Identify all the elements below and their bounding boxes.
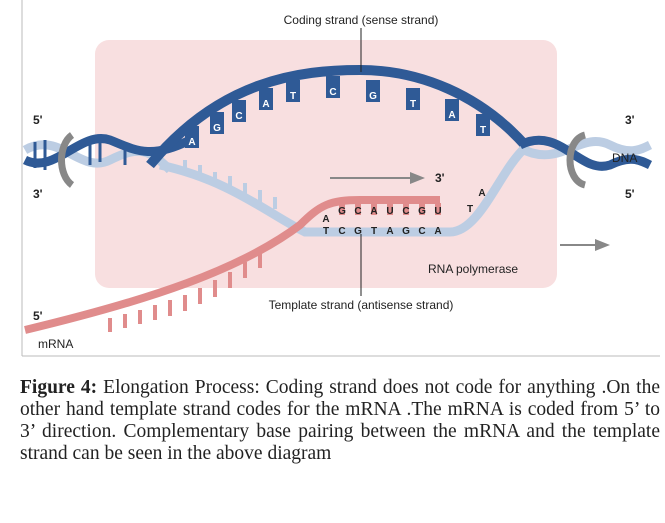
rna-base-tooth — [403, 203, 409, 215]
three-prime-arrow: 3' — [435, 171, 445, 185]
mrna-label: mRNA — [38, 337, 73, 351]
rotation-arrow-icon — [566, 131, 587, 189]
rna-base-tooth — [371, 203, 377, 215]
coding-strand-label: Coding strand (sense strand) — [284, 13, 439, 27]
coding-base: C — [235, 111, 242, 122]
template-base: C — [338, 226, 345, 237]
template-base: G — [354, 226, 362, 237]
coding-base: G — [369, 91, 377, 102]
coding-base-tab — [326, 76, 340, 98]
arrowhead-icon — [410, 172, 425, 184]
unpaired-template-base: A — [478, 188, 485, 199]
mrna-strand — [24, 196, 440, 334]
coding-base: C — [329, 87, 336, 98]
coding-base-tab — [366, 80, 380, 102]
five-prime-mrna: 5' — [33, 309, 43, 323]
coding-base: A — [448, 110, 455, 121]
figure-caption: Figure 4: Elongation Process: Coding str… — [20, 377, 660, 465]
rotation-arrow-icon — [58, 132, 75, 188]
rna-base: C — [402, 206, 409, 217]
arrowhead-icon — [595, 239, 610, 251]
coding-base-tab — [259, 88, 273, 110]
rna-polymerase-bubble — [95, 40, 557, 288]
coding-strand — [146, 64, 529, 169]
template-base: G — [402, 226, 410, 237]
rna-base-tooth — [435, 203, 441, 215]
rna-base: A — [322, 214, 329, 225]
rna-base-tooth — [419, 203, 425, 215]
coding-base-tab — [232, 100, 246, 122]
template-base: T — [371, 226, 377, 237]
coding-base: T — [410, 99, 416, 110]
coding-base-tab — [406, 88, 420, 110]
template-base: T — [323, 226, 329, 237]
three-prime-left: 3' — [33, 187, 43, 201]
coding-base-tab — [476, 114, 490, 136]
rna-base: U — [434, 206, 441, 217]
coding-base: A — [188, 137, 195, 148]
three-prime-right: 3' — [625, 113, 635, 127]
dna-label: DNA — [612, 151, 637, 165]
coding-base: T — [480, 125, 486, 136]
template-teeth — [183, 160, 277, 209]
template-base: C — [418, 226, 425, 237]
rna-base: U — [386, 206, 393, 217]
template-base: A — [434, 226, 441, 237]
rna-base: A — [370, 206, 377, 217]
right-dna-helix — [517, 131, 653, 189]
unpaired-template-base: T — [467, 204, 473, 215]
rna-base: G — [418, 206, 426, 217]
caption-label: Figure 4: — [20, 377, 98, 398]
rna-polymerase-label: RNA polymerase — [428, 262, 518, 276]
five-prime-left: 5' — [33, 113, 43, 127]
five-prime-right: 5' — [625, 187, 635, 201]
coding-base-tab — [445, 99, 459, 121]
rna-base-tooth — [387, 203, 393, 215]
coding-base: G — [213, 123, 221, 134]
rna-base: G — [338, 206, 346, 217]
mrna-teeth — [108, 252, 262, 332]
template-strand-label: Template strand (antisense strand) — [269, 298, 454, 312]
coding-base-tab — [210, 112, 224, 134]
rna-base-tooth — [355, 203, 361, 215]
template-base: A — [386, 226, 393, 237]
rna-base: C — [354, 206, 361, 217]
coding-base-tab — [286, 80, 300, 102]
rna-base-tooth — [339, 203, 345, 215]
coding-base: A — [262, 99, 269, 110]
coding-base: T — [290, 91, 296, 102]
caption-text: Elongation Process: Coding strand does n… — [20, 377, 660, 464]
coding-base-tab — [185, 126, 199, 148]
